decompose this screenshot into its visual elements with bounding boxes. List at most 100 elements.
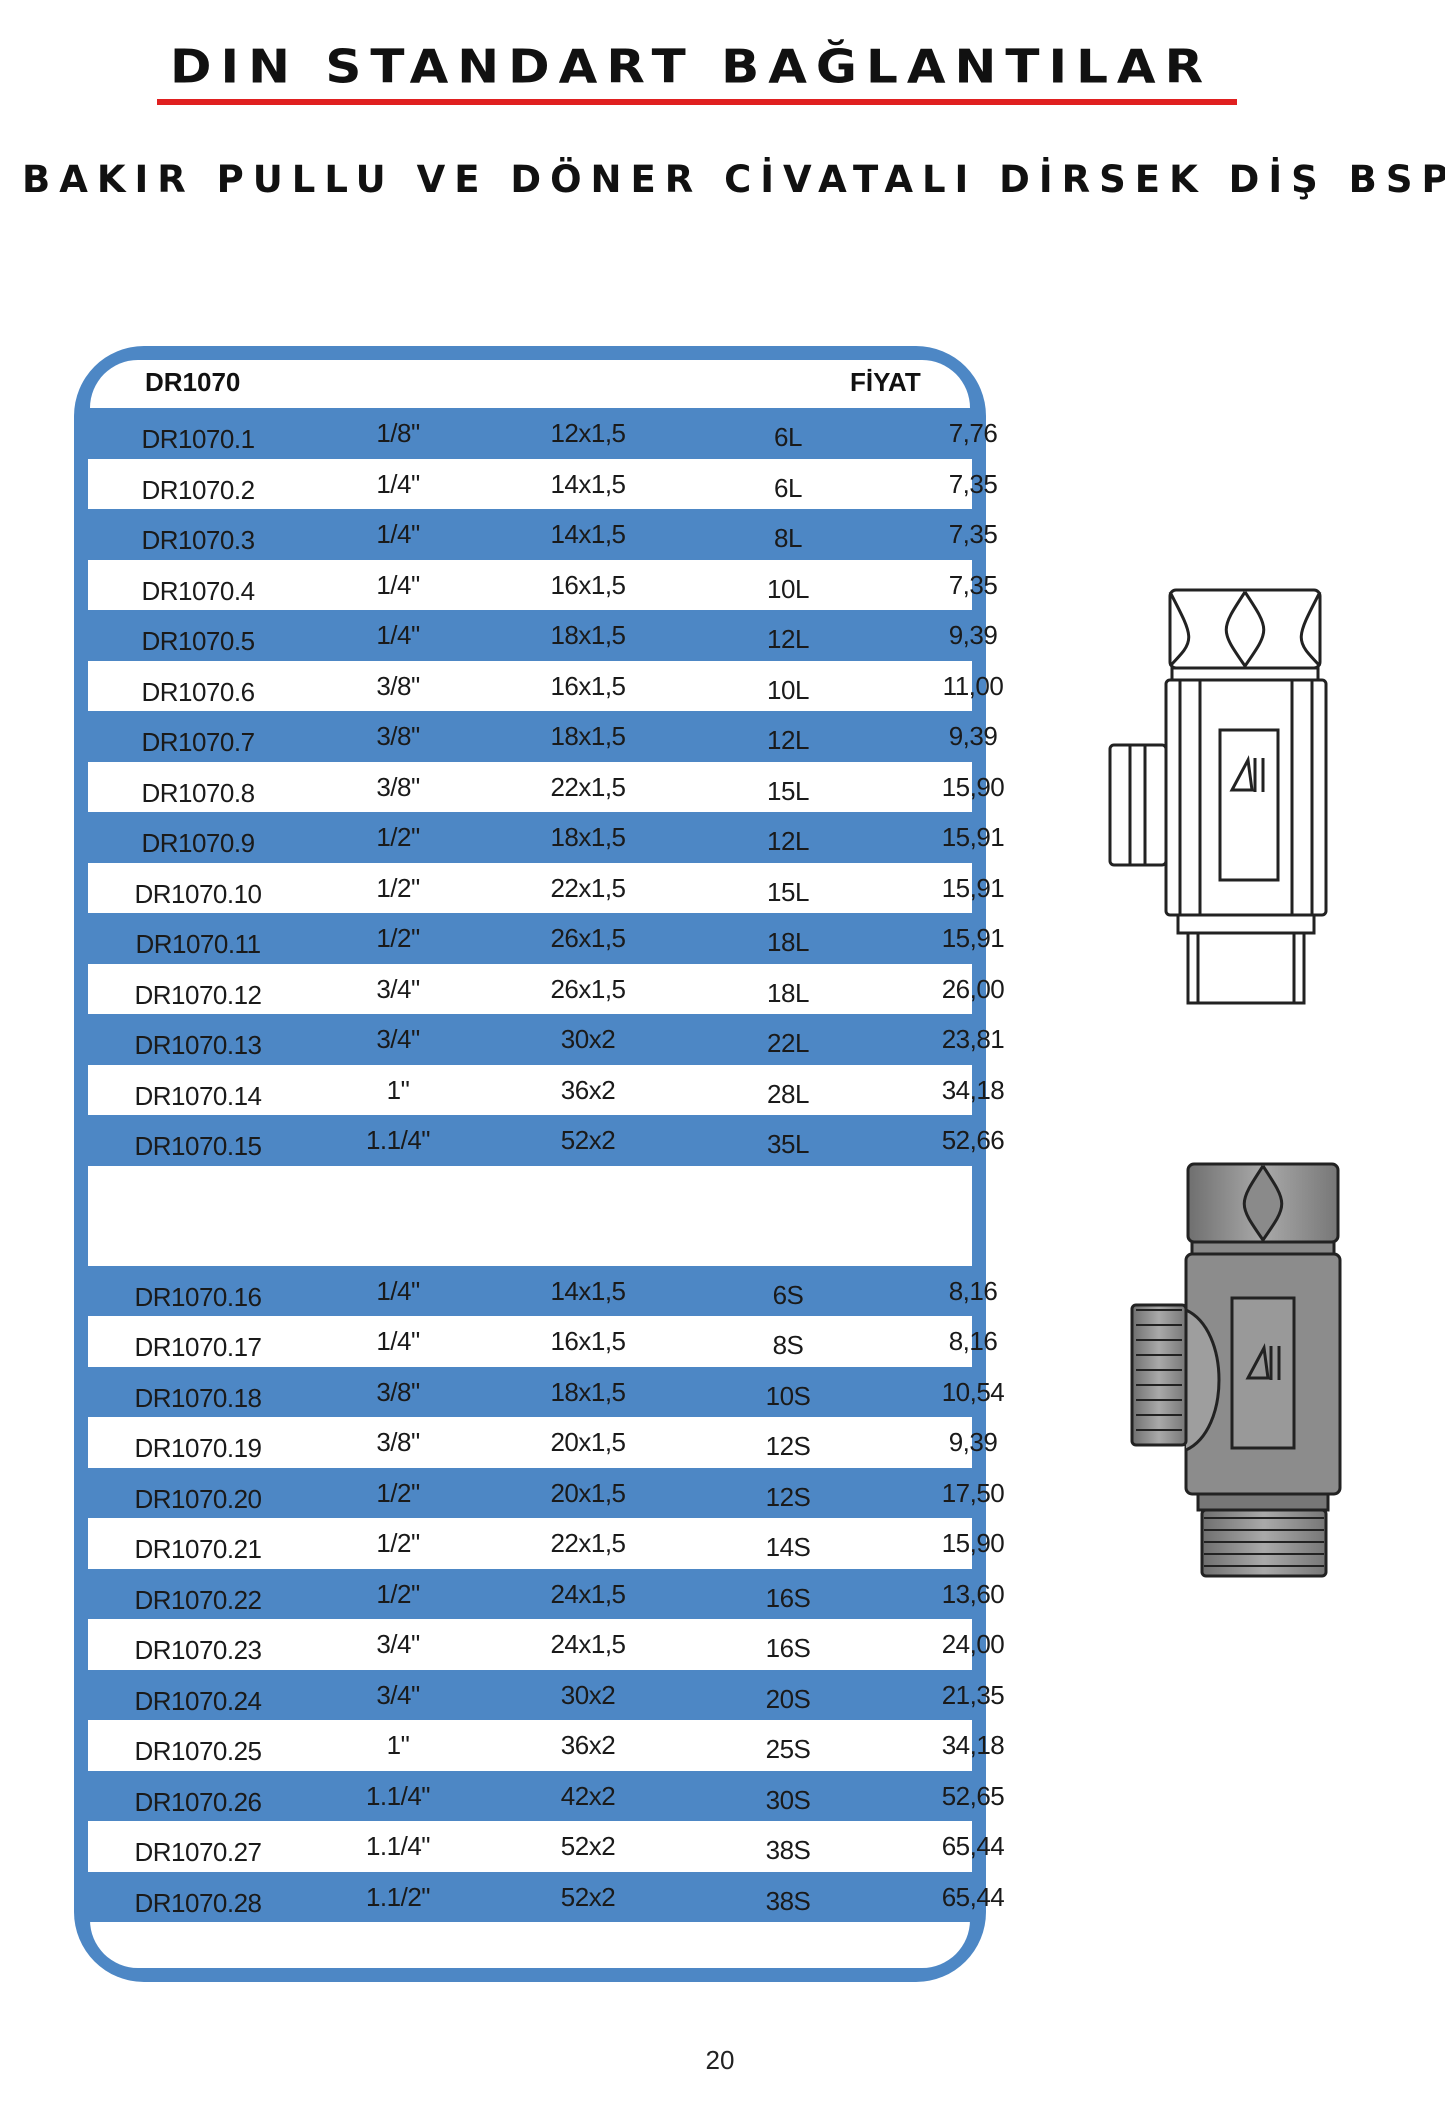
cell-size: 12S — [765, 1431, 811, 1461]
cell-bsp: 3/8" — [376, 721, 420, 751]
cell-size: 12S — [765, 1481, 811, 1512]
cell-price: 7,76 — [948, 418, 998, 448]
page-subtitle: BAKIR PULLU VE DÖNER CİVATALI DİRSEK DİŞ… — [22, 158, 1445, 201]
page-number: 20 — [705, 2045, 735, 2075]
cell-price: 15,91 — [941, 923, 1005, 953]
cell-price: 7,35 — [948, 569, 998, 600]
cell-size: 12L — [767, 624, 809, 654]
cell-size: 10L — [767, 674, 809, 705]
cell-metric: 36x2 — [560, 1074, 616, 1105]
cell-code: DR1070.14 — [134, 1080, 262, 1111]
cell-metric: 14x1,5 — [550, 468, 626, 499]
cell-price: 15,90 — [941, 1528, 1005, 1558]
cell-price: 15,91 — [941, 872, 1005, 903]
cell-metric: 18x1,5 — [550, 1376, 626, 1407]
cell-size: 12L — [767, 826, 809, 856]
cell-bsp: 1.1/4" — [365, 1125, 431, 1155]
cell-bsp: 1/2" — [376, 872, 420, 903]
group-separator — [88, 1165, 972, 1266]
table-header-band — [90, 360, 970, 408]
cell-size: 18L — [767, 977, 809, 1008]
title-underline — [157, 99, 1237, 105]
table-row: DR1070.16 1/4" 14x1,5 6S 8,16 — [88, 1265, 998, 1316]
cell-size: 15L — [767, 775, 809, 806]
technical-outline-drawing — [1108, 588, 1328, 1005]
cell-metric: 26x1,5 — [550, 923, 626, 953]
cell-code: DR1070.15 — [134, 1131, 262, 1161]
cell-size: 6S — [772, 1279, 804, 1310]
cell-bsp: 1/4" — [376, 620, 420, 650]
cell-bsp: 1" — [386, 1730, 410, 1760]
cell-bsp: 1/4" — [376, 519, 420, 549]
page-title: DIN STANDART BAĞLANTILAR — [170, 40, 1213, 94]
cell-price: 11,00 — [942, 670, 1004, 701]
cell-price: 7,35 — [948, 519, 998, 549]
cell-price: 34,18 — [941, 1074, 1005, 1105]
cell-price: 9,39 — [948, 721, 998, 751]
cell-size: 12L — [767, 725, 809, 755]
cell-metric: 22x1,5 — [550, 1528, 626, 1558]
cell-code: DR1070.6 — [141, 676, 255, 707]
cell-bsp: 1/4" — [376, 1275, 420, 1306]
cell-metric: 16x1,5 — [550, 1326, 626, 1356]
brand-logo-icon — [1245, 1343, 1281, 1380]
cell-bsp: 1/2" — [376, 1477, 420, 1508]
cell-price: 52,65 — [941, 1780, 1005, 1811]
cell-code: DR1070.16 — [134, 1281, 262, 1312]
cell-bsp: 3/4" — [376, 1024, 420, 1054]
cell-metric: 20x1,5 — [550, 1477, 626, 1508]
cell-code: DR1070.3 — [141, 525, 255, 555]
cell-size: 6L — [774, 422, 802, 452]
cell-code: DR1070.5 — [141, 626, 255, 656]
cell-size: 20S — [765, 1683, 811, 1714]
cell-price: 8,16 — [948, 1275, 998, 1306]
cell-size: 28L — [767, 1078, 809, 1109]
brand-logo-icon — [1229, 755, 1265, 792]
cell-size: 22L — [767, 1028, 809, 1058]
shaded-fitting-render — [1130, 1162, 1342, 1578]
cell-metric: 52x2 — [560, 1831, 616, 1861]
cell-metric: 14x1,5 — [550, 1275, 626, 1306]
cell-size: 14S — [765, 1532, 811, 1562]
cell-bsp: 1/2" — [376, 1578, 420, 1609]
cell-code: DR1070.7 — [141, 727, 255, 757]
cell-price: 65,44 — [941, 1881, 1005, 1912]
cell-bsp: 1" — [386, 1074, 410, 1105]
cell-code: DR1070.25 — [134, 1736, 262, 1766]
cell-price: 21,35 — [941, 1679, 1005, 1710]
cell-bsp: 3/4" — [376, 973, 420, 1004]
cell-metric: 12x1,5 — [550, 418, 626, 448]
cell-size: 38S — [765, 1885, 811, 1916]
cell-size: 16S — [765, 1582, 811, 1613]
code-column-header: DR1070 — [145, 367, 241, 397]
cell-size: 15L — [767, 876, 809, 907]
cell-metric: 16x1,5 — [550, 670, 626, 701]
table-row: DR1070.14 1" 36x2 28L 34,18 — [88, 1064, 1005, 1115]
cell-bsp: 1/4" — [376, 569, 420, 600]
cell-bsp: 1/2" — [376, 822, 420, 852]
table-row: DR1070.7 3/8" 18x1,5 12L 9,39 — [88, 711, 998, 762]
cell-metric: 24x1,5 — [550, 1578, 626, 1609]
cell-metric: 18x1,5 — [550, 721, 626, 751]
cell-code: DR1070.28 — [134, 1887, 262, 1918]
cell-code: DR1070.11 — [135, 929, 261, 959]
cell-metric: 52x2 — [560, 1881, 616, 1912]
cell-code: DR1070.4 — [141, 575, 255, 606]
cell-size: 10S — [765, 1380, 811, 1411]
cell-metric: 30x2 — [560, 1679, 616, 1710]
